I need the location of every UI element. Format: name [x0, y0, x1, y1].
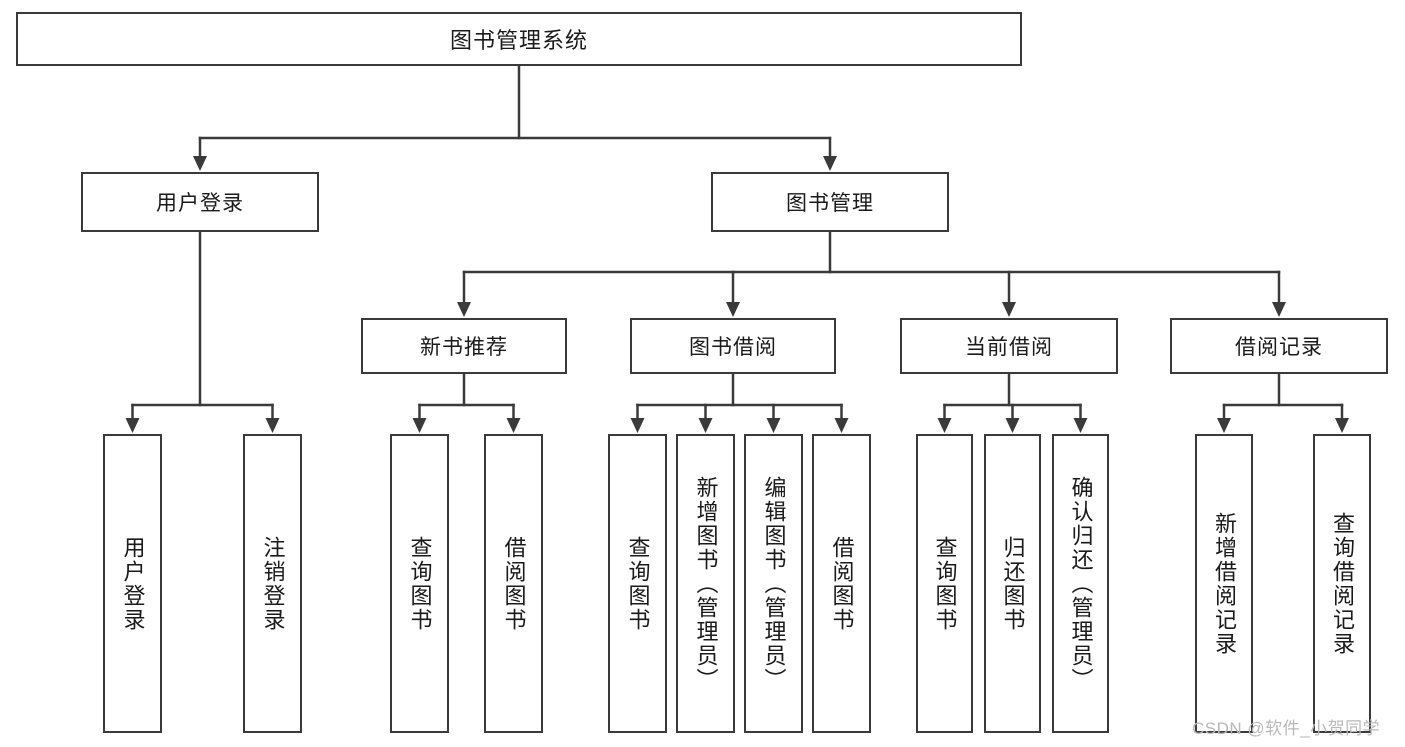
arrowhead-icon [630, 418, 645, 433]
node-newbook[interactable]: 新书推荐 [361, 318, 567, 374]
arrowhead-icon [125, 418, 140, 433]
node-label: 新书推荐 [420, 336, 508, 359]
node-l-re-add[interactable]: 新增借阅记录 [1195, 434, 1253, 733]
node-l-login[interactable]: 用户登录 [103, 434, 162, 733]
node-l-cu-return[interactable]: 归还图书 [984, 434, 1041, 733]
node-label: 用户登录 [120, 535, 146, 632]
arrowhead-icon [412, 418, 427, 433]
node-l-nb-borrow[interactable]: 借阅图书 [484, 434, 543, 733]
arrowhead-icon [1217, 418, 1231, 433]
arrowhead-icon [193, 156, 207, 171]
node-label: 归还图书 [1000, 535, 1026, 632]
node-label: 查询图书 [932, 535, 958, 632]
arrowhead-icon [834, 418, 849, 433]
node-label: 新增图书（管理员） [693, 475, 719, 692]
arrowhead-icon [265, 418, 280, 433]
node-records[interactable]: 借阅记录 [1170, 318, 1388, 374]
arrowhead-icon [1272, 302, 1286, 317]
node-label: 查询图书 [625, 535, 651, 632]
node-l-re-query[interactable]: 查询借阅记录 [1313, 434, 1371, 733]
arrowhead-icon [1335, 418, 1349, 433]
node-label: 借阅图书 [501, 535, 527, 632]
node-label: 用户登录 [156, 192, 244, 215]
node-label: 编辑图书（管理员） [761, 475, 787, 692]
node-label: 确认归还（管理员） [1068, 475, 1094, 692]
arrowhead-icon [823, 156, 837, 171]
node-label: 借阅记录 [1235, 336, 1323, 359]
node-l-logout[interactable]: 注销登录 [243, 434, 302, 733]
node-label: 当前借阅 [965, 336, 1053, 359]
arrowhead-icon [698, 418, 713, 433]
node-label: 借阅图书 [829, 535, 855, 632]
node-label: 查询借阅记录 [1329, 511, 1355, 656]
arrowhead-icon [937, 418, 952, 433]
arrowhead-icon [1073, 418, 1088, 433]
arrowhead-icon [506, 418, 521, 433]
watermark-label: CSDN @软件_小贺同学 [1192, 719, 1381, 738]
node-borrow[interactable]: 图书借阅 [630, 318, 836, 374]
arrowhead-icon [1005, 418, 1020, 433]
arrowhead-icon [1002, 302, 1016, 317]
node-bookmgmt[interactable]: 图书管理 [711, 172, 949, 232]
node-l-bo-query[interactable]: 查询图书 [608, 434, 667, 733]
node-l-bo-edit[interactable]: 编辑图书（管理员） [744, 434, 803, 733]
node-label: 新增借阅记录 [1211, 511, 1237, 656]
arrowhead-icon [726, 302, 740, 317]
node-l-cu-query[interactable]: 查询图书 [916, 434, 973, 733]
node-root[interactable]: 图书管理系统 [16, 12, 1022, 66]
node-label: 注销登录 [260, 535, 286, 632]
node-l-bo-borrow[interactable]: 借阅图书 [812, 434, 871, 733]
node-l-bo-add[interactable]: 新增图书（管理员） [676, 434, 735, 733]
node-label: 图书管理系统 [449, 28, 588, 53]
node-l-nb-query[interactable]: 查询图书 [390, 434, 449, 733]
arrowhead-icon [766, 418, 781, 433]
node-current[interactable]: 当前借阅 [900, 318, 1118, 374]
arrowhead-icon [457, 302, 471, 317]
node-label: 图书借阅 [689, 336, 777, 359]
node-login[interactable]: 用户登录 [81, 172, 319, 232]
node-label: 图书管理 [786, 192, 874, 215]
node-label: 查询图书 [407, 535, 433, 632]
node-l-cu-conf[interactable]: 确认归还（管理员） [1052, 434, 1109, 733]
